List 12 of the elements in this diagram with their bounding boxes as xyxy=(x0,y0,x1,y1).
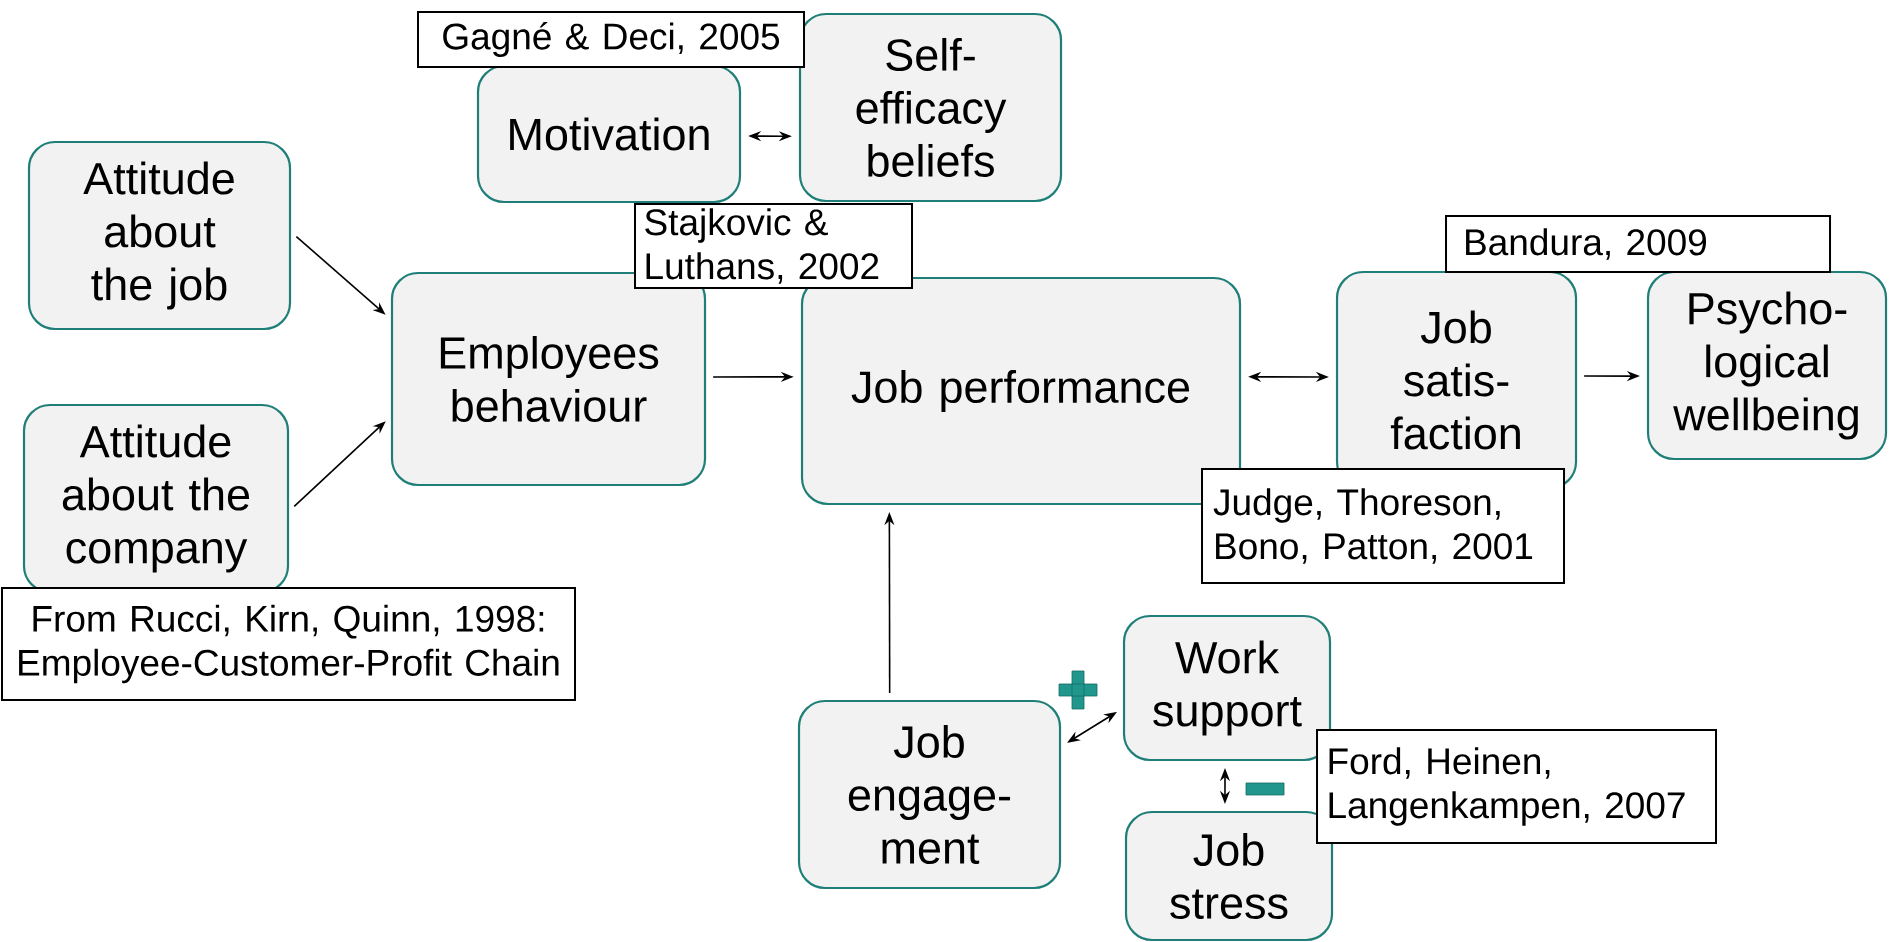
concept-box: Attitude about the company xyxy=(22,403,290,594)
citation-box: Stajkovic & Luthans, 2002 xyxy=(634,203,913,289)
citation-box: Bandura, 2009 xyxy=(1445,215,1832,273)
citation-box: Judge, Thoreson, Bono, Patton, 2001 xyxy=(1201,468,1565,584)
concept-box: Self- efficacy beliefs xyxy=(798,12,1063,203)
citation-box: Ford, Heinen, Langenkampen, 2007 xyxy=(1316,729,1717,844)
citation-box: Gagné & Deci, 2005 xyxy=(417,11,805,68)
concept-box: Attitude about the job xyxy=(27,140,292,331)
concept-box: Motivation xyxy=(476,64,742,204)
concept-box: Psycho- logical wellbeing xyxy=(1646,270,1888,461)
citation-box: From Rucci, Kirn, Quinn, 1998: Employee-Customer-Profit Chain xyxy=(1,587,576,701)
concept-box: Job engage- ment xyxy=(797,699,1062,890)
